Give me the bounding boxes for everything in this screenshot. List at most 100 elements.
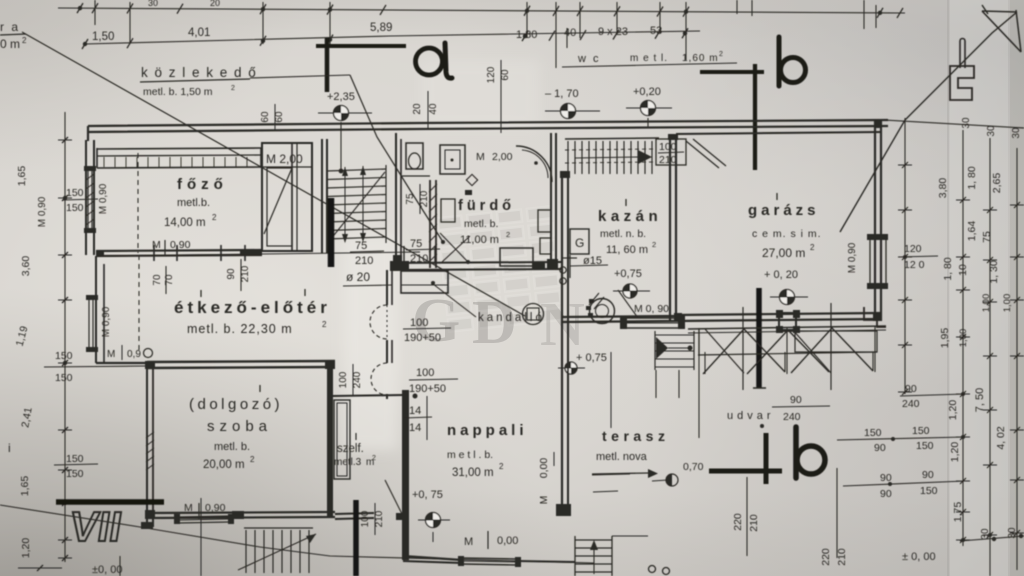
- svg-text:2: 2: [322, 320, 327, 329]
- svg-text:1,75: 1,75: [952, 502, 964, 523]
- svg-text:90: 90: [874, 442, 886, 454]
- svg-text:30: 30: [980, 528, 991, 540]
- svg-text:+0,75: +0,75: [614, 268, 642, 280]
- svg-text:0,9: 0,9: [127, 349, 141, 360]
- svg-text:12 0: 12 0: [904, 259, 925, 271]
- svg-text:150: 150: [55, 350, 73, 362]
- svg-text:w c: w c: [577, 53, 601, 65]
- svg-text:5,89: 5,89: [370, 22, 392, 34]
- svg-text:kandalló: kandalló: [478, 312, 545, 324]
- svg-text:150: 150: [864, 427, 882, 439]
- svg-text:2: 2: [810, 243, 815, 252]
- svg-text:főző: főző: [177, 176, 228, 193]
- svg-text:10: 10: [957, 264, 969, 276]
- svg-text:0,90: 0,90: [170, 239, 191, 251]
- svg-text:60: 60: [500, 69, 511, 81]
- svg-text:1,00: 1,00: [981, 294, 992, 313]
- svg-text:1,00: 1,00: [1002, 294, 1013, 313]
- svg-text:53: 53: [650, 25, 662, 37]
- svg-text:210: 210: [240, 265, 251, 282]
- svg-text:75: 75: [410, 238, 422, 250]
- svg-text:M: M: [184, 502, 193, 514]
- svg-text:1,60 m: 1,60 m: [682, 53, 719, 64]
- svg-text:2: 2: [22, 36, 27, 45]
- svg-text:1,80: 1,80: [516, 29, 537, 41]
- svg-text:+0, 75: +0, 75: [412, 489, 443, 501]
- svg-text:100: 100: [410, 317, 428, 329]
- svg-text:1, 30: 1, 30: [988, 260, 1000, 284]
- svg-text:1,95: 1,95: [939, 328, 951, 349]
- svg-text:4,01: 4,01: [188, 27, 210, 39]
- svg-text:90: 90: [226, 268, 237, 280]
- svg-text:ø 20: ø 20: [346, 270, 370, 284]
- svg-text:– 1, 70: – 1, 70: [545, 88, 579, 100]
- svg-text:20,00 m: 20,00 m: [203, 459, 245, 471]
- svg-text:2: 2: [231, 85, 235, 92]
- svg-text:G: G: [575, 236, 584, 250]
- svg-text:kazán: kazán: [598, 208, 662, 225]
- svg-text:i: i: [8, 441, 11, 455]
- svg-text:100: 100: [360, 510, 371, 527]
- svg-text:+ 0,75: + 0,75: [576, 352, 607, 364]
- svg-text:150: 150: [66, 202, 84, 214]
- svg-text:240: 240: [902, 398, 920, 410]
- svg-text:40: 40: [564, 27, 576, 39]
- svg-text:ø15: ø15: [583, 255, 602, 267]
- svg-text:190+50: 190+50: [409, 383, 446, 395]
- svg-text:220: 220: [732, 513, 744, 531]
- svg-text:30: 30: [148, 0, 158, 8]
- svg-text:VII: VII: [67, 503, 126, 550]
- svg-text:+2,35: +2,35: [327, 91, 355, 103]
- svg-text:M 0, 90: M 0, 90: [634, 303, 669, 315]
- svg-text:szoba: szoba: [207, 418, 272, 435]
- svg-text:étkező-előtér: étkező-előtér: [174, 298, 331, 317]
- svg-text:garázs: garázs: [748, 202, 820, 219]
- svg-text:220: 220: [820, 548, 832, 566]
- svg-text:M 0,90: M 0,90: [37, 196, 48, 227]
- svg-text:30: 30: [1011, 127, 1022, 139]
- svg-text:± 0, 00: ± 0, 00: [902, 551, 936, 563]
- svg-text:1, 80: 1, 80: [966, 166, 978, 190]
- svg-text:M: M: [464, 536, 473, 548]
- svg-text:0 m: 0 m: [0, 37, 20, 51]
- svg-text:60: 60: [260, 111, 271, 123]
- svg-text:1,20: 1,20: [949, 442, 961, 463]
- svg-text:14,00 m: 14,00 m: [164, 217, 206, 229]
- svg-text:2: 2: [652, 240, 656, 249]
- svg-text:M: M: [107, 349, 115, 360]
- svg-text:7, 50: 7, 50: [974, 388, 986, 412]
- svg-text:m e t l . b.: m e t l . b.: [447, 449, 493, 461]
- svg-text:40: 40: [428, 103, 439, 115]
- svg-text:150: 150: [55, 372, 73, 384]
- svg-text:M 2,00: M 2,00: [266, 152, 303, 166]
- svg-text:(dolgozó): (dolgozó): [189, 396, 283, 413]
- svg-text:120: 120: [904, 243, 922, 255]
- svg-text:70: 70: [152, 274, 163, 286]
- svg-text:210: 210: [419, 190, 430, 207]
- svg-text:150: 150: [916, 440, 934, 452]
- svg-text:terasz: terasz: [602, 428, 669, 444]
- svg-text:190+50: 190+50: [404, 332, 441, 344]
- svg-text:1, 80: 1, 80: [942, 257, 954, 281]
- svg-text:14: 14: [409, 405, 421, 417]
- svg-text:metl.b.: metl.b.: [177, 197, 210, 209]
- svg-text:M: M: [538, 496, 550, 505]
- svg-text:210: 210: [748, 514, 760, 532]
- svg-text:30: 30: [986, 125, 997, 137]
- svg-text:150: 150: [912, 425, 930, 437]
- svg-text:1,64: 1,64: [966, 221, 978, 242]
- svg-text:27,00 m: 27,00 m: [762, 246, 805, 260]
- svg-text:210: 210: [374, 510, 385, 527]
- svg-text:90: 90: [905, 383, 917, 395]
- svg-text:240: 240: [783, 411, 801, 423]
- svg-text:2: 2: [212, 213, 217, 222]
- svg-text:1,00: 1,00: [958, 329, 969, 348]
- svg-text:11,00 m: 11,00 m: [460, 234, 499, 246]
- svg-text:m e t l.: m e t l.: [630, 53, 668, 64]
- svg-text:D: D: [472, 289, 517, 357]
- svg-text:metl. b. 1,50 m: metl. b. 1,50 m: [143, 86, 213, 98]
- svg-text:4, 02: 4, 02: [995, 426, 1007, 450]
- svg-text:240: 240: [352, 371, 363, 388]
- svg-text:M 0,90: M 0,90: [98, 183, 109, 214]
- svg-text:metl. nova: metl. nova: [596, 451, 648, 463]
